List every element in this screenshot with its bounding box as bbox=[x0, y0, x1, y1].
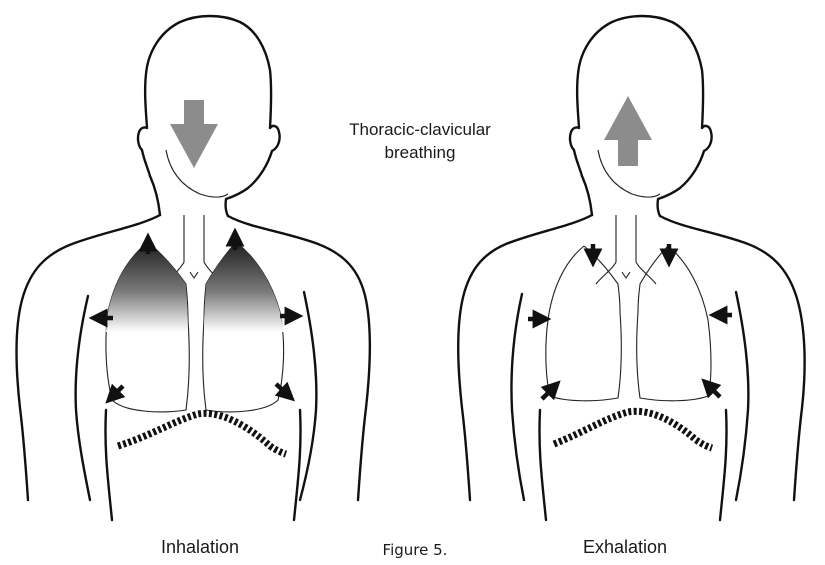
exhalation-right-lung bbox=[637, 246, 711, 401]
exhalation-diaphragm-line bbox=[554, 411, 712, 448]
inhalation-arrow-right-base bbox=[276, 384, 288, 395]
exhalation-contraction-arrows bbox=[528, 244, 732, 399]
exhalation-airflow-up-arrow bbox=[604, 96, 652, 166]
inhalation-left-arm-line bbox=[76, 296, 90, 500]
figure-caption: Figure 5. bbox=[360, 541, 470, 559]
inhalation-label: Inhalation bbox=[100, 537, 300, 558]
inhalation-right-lung-shading bbox=[204, 242, 284, 332]
figure-title: Thoracic-clavicular breathing bbox=[300, 118, 540, 164]
exhalation-left-arm-line bbox=[511, 294, 524, 500]
inhalation-airflow-down-arrow bbox=[170, 100, 218, 168]
exhalation-trachea bbox=[596, 215, 656, 284]
inhalation-head-outline bbox=[138, 16, 280, 216]
inhalation-left-side-line bbox=[105, 410, 112, 520]
exhalation-left-side-line bbox=[539, 410, 546, 520]
exhalation-figure bbox=[458, 16, 804, 520]
figure-title-line-2: breathing bbox=[300, 141, 540, 164]
inhalation-left-lung-shading bbox=[106, 242, 188, 332]
exhalation-arrow-right-base bbox=[708, 385, 720, 397]
inhalation-figure bbox=[17, 16, 370, 520]
inhalation-arrow-left-base bbox=[112, 386, 123, 397]
exhalation-right-torso-outline bbox=[660, 216, 805, 500]
exhalation-right-side-line bbox=[720, 410, 727, 520]
inhalation-right-side-line bbox=[294, 410, 301, 520]
inhalation-right-arm-line bbox=[300, 292, 316, 500]
inhalation-diaphragm-line bbox=[118, 413, 286, 454]
figure-title-line-1: Thoracic-clavicular bbox=[300, 118, 540, 141]
exhalation-label: Exhalation bbox=[525, 537, 725, 558]
exhalation-right-arm-line bbox=[736, 292, 748, 500]
exhalation-head-outline bbox=[570, 16, 712, 216]
